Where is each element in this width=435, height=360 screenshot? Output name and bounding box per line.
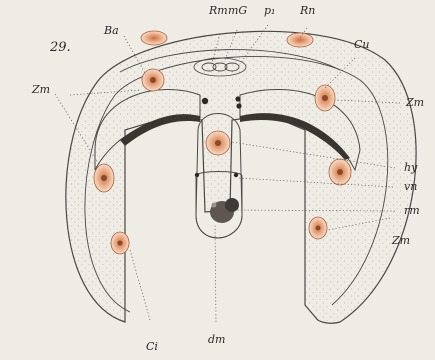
label-hy: hy [404,161,418,174]
label-rm-top: Rm [208,4,228,17]
label-vn: vn [404,180,417,193]
label-pl: p₁ [264,4,275,17]
cell-top-right [287,33,313,47]
cell-right-hy [329,159,351,185]
label-zm-right: Zm [405,96,424,109]
label-ci: Ci [146,340,158,353]
label-cu: Cu [354,38,370,51]
cell-left-zm [94,164,114,192]
cell-cu [315,85,335,111]
label-zm-left: Zm [31,83,50,96]
label-dm: dm [208,333,225,346]
label-mg: mG [228,4,247,17]
cell-top-left [141,31,167,45]
label-rm: rm [404,204,420,217]
figure-number: 29. [49,40,71,55]
cell-ba [142,69,164,91]
cell-lower-left [111,232,129,254]
label-zm-lower: Zm [391,234,410,247]
cell-hypochord [206,131,230,155]
cell-lower-right [309,217,327,239]
label-rn: Rn [299,4,315,17]
label-ba: Ba [103,24,119,37]
